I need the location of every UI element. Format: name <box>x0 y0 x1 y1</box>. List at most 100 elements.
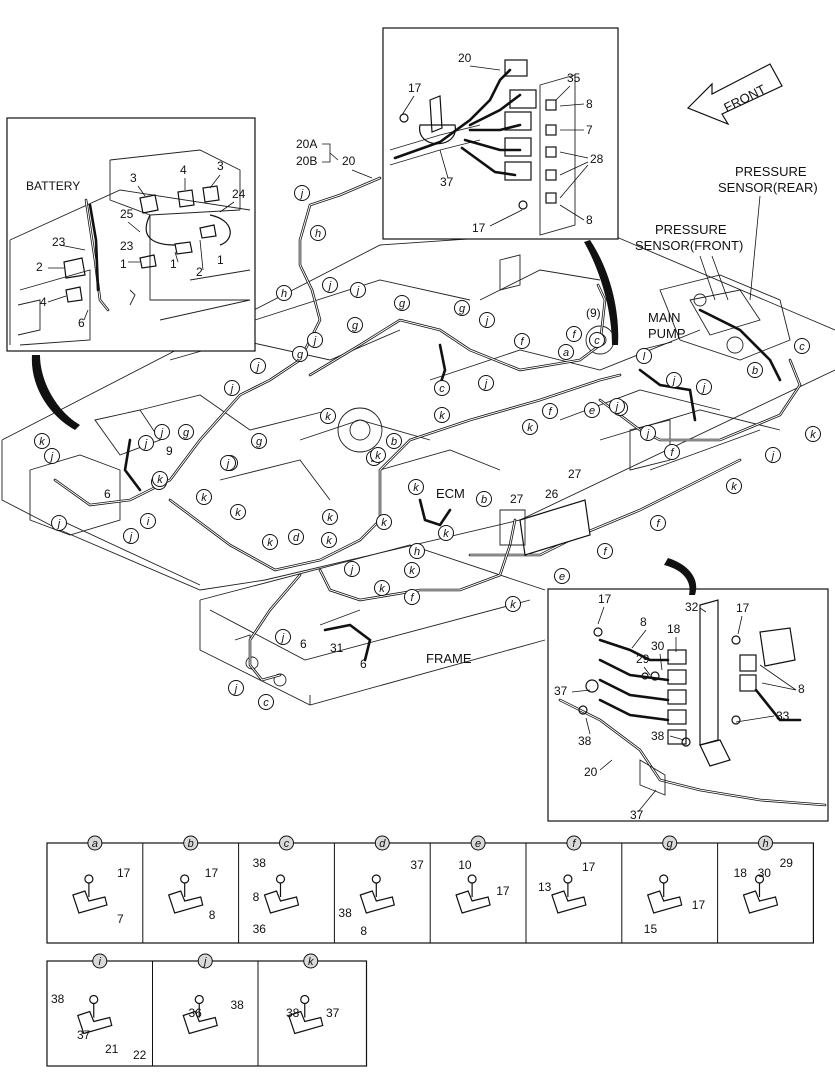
legend-letter: d <box>379 838 386 850</box>
callout-letter: k <box>381 517 387 529</box>
callout-letter: g <box>352 320 359 332</box>
main-numbers: 9 6 27 26 27 6 31 6 <box>104 444 582 671</box>
callout-e: e <box>554 568 570 584</box>
callout-letter: c <box>799 341 805 353</box>
ecm-label: ECM <box>436 486 465 501</box>
callout-k: k <box>230 504 246 520</box>
callout-letter: k <box>443 528 449 540</box>
callout-circle <box>320 408 336 424</box>
connector-num: 8 <box>586 213 593 227</box>
bracket-num: 8 <box>640 615 647 629</box>
bracket-num: 17 <box>736 601 750 615</box>
battery-num: 24 <box>232 187 246 201</box>
callout-letter: k <box>527 422 533 434</box>
connector-num: 17 <box>408 81 422 95</box>
callout-j: j <box>344 561 360 577</box>
legend-letter: e <box>475 838 481 850</box>
callout-circle <box>476 491 492 507</box>
callout-circle <box>589 332 605 348</box>
callout-circle <box>554 568 570 584</box>
callout-letter: j <box>484 315 489 327</box>
callout-i: i <box>140 513 156 529</box>
battery-num: 3 <box>130 171 137 185</box>
bolt-icon <box>518 200 528 210</box>
callout-circle <box>479 312 495 328</box>
callout-a: a <box>558 344 574 360</box>
callout-k: k <box>34 433 50 449</box>
callout-circle <box>434 407 450 423</box>
callout-letter: b <box>391 436 397 448</box>
callout-circle <box>409 543 425 559</box>
callout-circle <box>123 528 139 544</box>
callout-circle <box>597 543 613 559</box>
legend-part-number: 8 <box>253 890 260 904</box>
callout-circle <box>404 562 420 578</box>
callout-j: j <box>138 435 154 451</box>
callout-circle <box>434 380 450 396</box>
callout-circle <box>696 379 712 395</box>
bolt-icon <box>731 635 741 645</box>
bracket-num: 38 <box>651 729 665 743</box>
bracket-num: 37 <box>554 684 568 698</box>
bracket-drawing <box>641 599 796 767</box>
callout-g: g <box>347 317 363 333</box>
callout-h: h <box>276 285 292 301</box>
legend-letter-circle <box>279 835 294 851</box>
callout-letter: j <box>327 280 332 292</box>
callout-k: k <box>438 525 454 541</box>
legend-part-number: 15 <box>644 922 658 936</box>
callout-b: b <box>476 491 492 507</box>
callout-circle <box>478 375 494 391</box>
bracket-num: 17 <box>598 592 612 606</box>
callout-circle <box>794 338 810 354</box>
battery-inset-drawing <box>9 149 251 346</box>
battery-num: 25 <box>120 207 134 221</box>
legend-part-number: 17 <box>496 884 510 898</box>
callout-letter: k <box>267 537 273 549</box>
legend-letter: j <box>202 956 207 968</box>
pressure-leaders <box>699 195 761 301</box>
callout-letter: f <box>670 447 674 459</box>
callout-circle <box>294 185 310 201</box>
callout-k: k <box>404 562 420 578</box>
callout-letter: g <box>399 298 406 310</box>
callout-g: g <box>178 424 194 440</box>
callout-letter: f <box>656 518 660 530</box>
callout-circle <box>258 694 274 710</box>
main-number: 27 <box>568 467 582 481</box>
callout-circle <box>408 479 424 495</box>
legend-part-number: 38 <box>253 856 267 870</box>
clamp-icon <box>167 890 204 914</box>
callout-d: d <box>288 529 304 545</box>
legend-row-2 <box>46 960 368 1067</box>
callout-circle <box>404 589 420 605</box>
legend-part-number: 38 <box>51 992 65 1006</box>
battery-num: 3 <box>217 159 224 173</box>
callout-letter: c <box>263 697 269 709</box>
clamp-icon <box>585 679 599 693</box>
callout-k: k <box>320 408 336 424</box>
callout-letter: k <box>235 507 241 519</box>
bracket-inset-frame <box>547 588 829 822</box>
legend-part-number: 37 <box>77 1028 91 1042</box>
callout-k: k <box>262 534 278 550</box>
callout-circle <box>558 344 574 360</box>
callout-letter: h <box>414 546 420 558</box>
callout-f: f <box>514 333 530 349</box>
legend-part-number: 17 <box>117 866 131 880</box>
callout-circle <box>262 534 278 550</box>
callout-letter: c <box>439 383 445 395</box>
callout-circle <box>542 403 558 419</box>
callout-circle <box>344 561 360 577</box>
callout-letter: a <box>563 347 569 359</box>
bolt-icon <box>578 705 588 715</box>
battery-num: 2 <box>196 265 203 279</box>
pressure-front-label-2: SENSOR(FRONT) <box>635 238 743 253</box>
bracket-num: 38 <box>578 734 592 748</box>
legend-letter-circle <box>87 835 103 851</box>
callout-j: j <box>765 447 781 463</box>
callout-letter: k <box>731 481 737 493</box>
main-number: 6 <box>104 487 111 501</box>
